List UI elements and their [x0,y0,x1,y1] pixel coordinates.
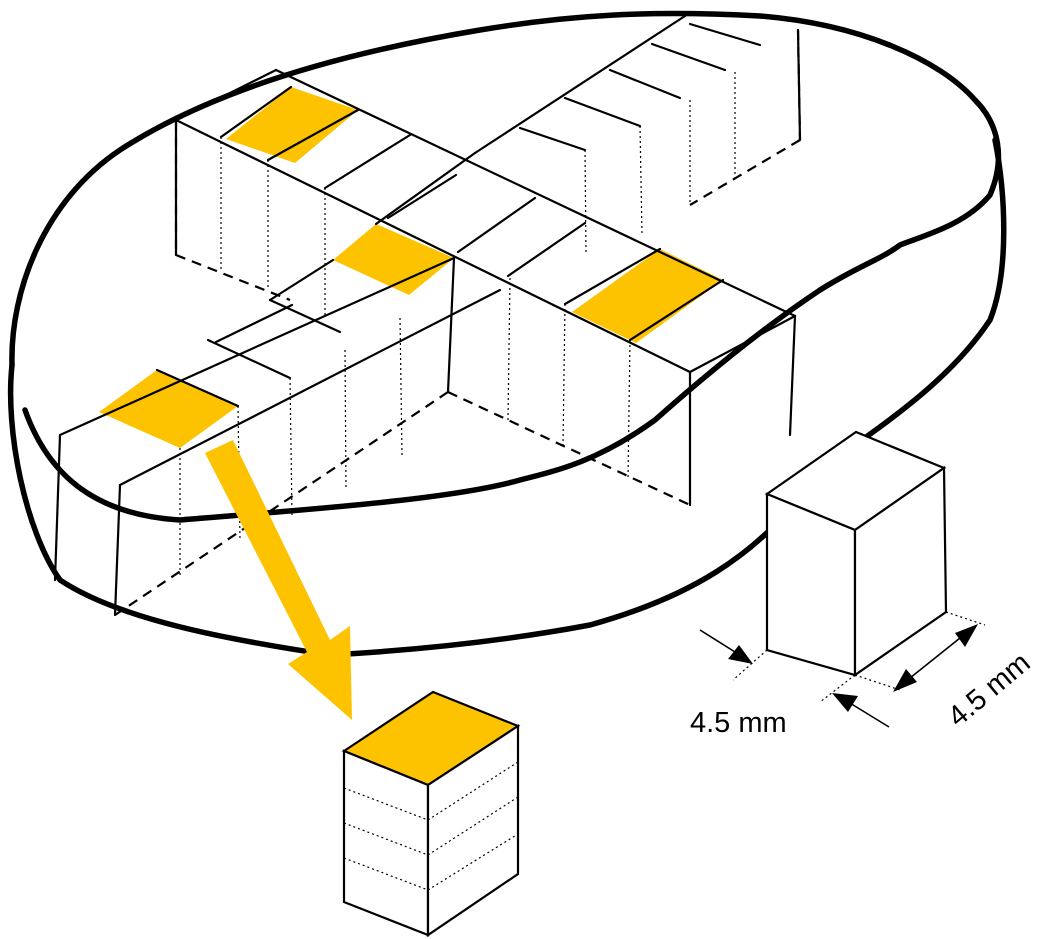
highlighted-sections [99,87,723,448]
reference-cube [732,430,986,703]
specimen-top-contour [9,10,1002,523]
dimension-arrows [699,624,978,728]
dimension-arrowhead-side-top [955,624,978,647]
sampling-strips [53,14,802,617]
specimen-block [7,10,1007,658]
front-dimension-label: 4.5 mm [690,707,787,739]
extraction-arrow [205,440,352,720]
dimension-arrowhead-side-bottom [893,669,917,692]
highlight-section-2 [333,224,454,295]
side-dimension-label: 4.5 mm [942,647,1037,734]
highlight-section-1 [226,87,358,163]
highlight-section-4 [99,370,238,448]
dimension-arrowhead-left [728,645,753,664]
extracted-sample-cube [341,690,521,938]
highlight-section-3 [572,249,723,343]
dimension-arrowhead-right [832,693,858,712]
specimen-bottom-contour [7,137,1007,658]
sample-cube-side [426,723,520,938]
hidden-edges [114,29,802,616]
